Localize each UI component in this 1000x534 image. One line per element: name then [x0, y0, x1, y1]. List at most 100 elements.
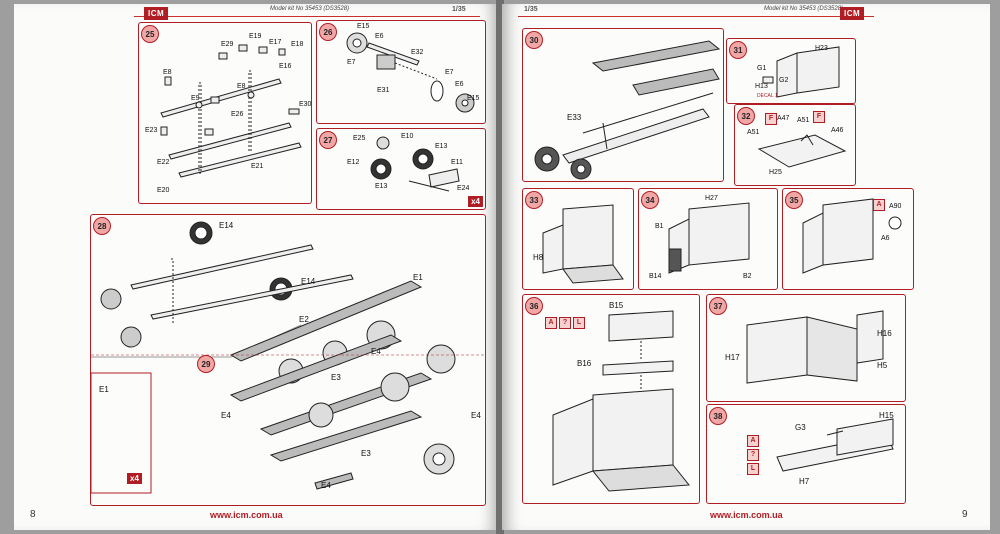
part-label: E13: [375, 183, 388, 190]
step-34-panel: 34 H27 B1 B14 B2: [638, 188, 778, 290]
part-label: A6: [881, 235, 890, 242]
step-30-panel: 30 E33: [522, 28, 724, 182]
part-label: G1: [757, 65, 767, 72]
cab-wall-drawing: [523, 189, 633, 289]
part-label: E9: [191, 95, 200, 102]
cab-interior-drawing: [639, 189, 777, 289]
box-drawing: [727, 39, 855, 103]
icm-logo: ICM: [144, 7, 169, 20]
paint-tag: L: [747, 463, 759, 475]
step-27-panel: 27 E25 E10 E13 E12 E11 E13 E24 x4: [316, 128, 486, 210]
step-36-panel: 36 A ? L B15 B16: [522, 294, 700, 504]
step-number: 30: [525, 31, 543, 49]
track-assembly-drawing: [91, 215, 485, 505]
part-label: E17: [269, 39, 282, 46]
part-label: E29: [221, 41, 234, 48]
part-label: E6: [455, 81, 464, 88]
floor-plate-drawing: [735, 105, 855, 185]
part-label: A51: [747, 129, 760, 136]
step-37-panel: 37 H16 H17 H5: [706, 294, 906, 402]
paint-tag: A: [747, 435, 759, 447]
paint-tag: L: [573, 317, 585, 329]
step-number: 29: [197, 355, 215, 373]
part-label: H23: [815, 45, 828, 52]
part-label: E1: [99, 385, 109, 394]
step-38-panel: 38 A ? L G3 H15 H7: [706, 404, 906, 504]
part-label: E11: [451, 159, 463, 166]
part-label: E3: [361, 449, 371, 458]
model-kit-text: Model kit No 35453 (DS3528): [764, 6, 844, 12]
step-35-panel: 35 A A90 A6: [782, 188, 914, 290]
part-label: E3: [331, 373, 341, 382]
part-label: E23: [145, 127, 158, 134]
quantity-badge: x4: [127, 473, 142, 484]
part-label: H16: [877, 329, 892, 338]
road-wheel-drawing: [317, 129, 485, 209]
part-label: A90: [889, 203, 902, 210]
step-number: 27: [319, 131, 337, 149]
step-number: 36: [525, 297, 543, 315]
cab-assembly-drawing: [783, 189, 913, 289]
part-label: H5: [877, 361, 888, 370]
part-label: E8: [163, 69, 172, 76]
step-number: 37: [709, 297, 727, 315]
part-label: E4: [221, 411, 231, 420]
icm-logo: ICM: [840, 7, 865, 20]
side-panels-drawing: [707, 405, 905, 503]
part-label: E20: [157, 187, 170, 194]
part-label: B14: [649, 273, 662, 280]
part-label: E2: [299, 315, 309, 324]
part-label: E12: [347, 159, 360, 166]
part-label: H15: [879, 411, 894, 420]
step-number: 31: [729, 41, 747, 59]
part-label: E10: [401, 133, 414, 140]
part-label: A46: [831, 127, 844, 134]
part-label: E4: [371, 347, 381, 356]
model-kit-text: Model kit No 35453 (DS3528): [270, 6, 350, 12]
quantity-badge: x4: [468, 196, 483, 207]
part-label: H8: [533, 253, 544, 262]
website-url[interactable]: www.icm.com.ua: [210, 510, 283, 520]
step-33-panel: 33 H8: [522, 188, 634, 290]
part-label: E22: [157, 159, 170, 166]
scale-text: 1/35: [524, 6, 538, 13]
part-label: E7: [445, 69, 454, 76]
step-28-29-panel: 28 E14 E14: [90, 214, 486, 506]
paint-tag: F: [813, 111, 825, 123]
part-label: E18: [291, 41, 304, 48]
step-26-panel: 26 E15 E6 E32 E7 E31 E7 E6 E15: [316, 20, 486, 124]
step-number: 28: [93, 217, 111, 235]
part-label: E33: [567, 113, 582, 122]
left-page: ICM Model kit No 35453 (DS3528) 1/35 25 …: [14, 4, 498, 530]
header-rule: [518, 16, 874, 17]
part-label: E24: [457, 185, 470, 192]
part-label: E6: [375, 33, 384, 40]
cab-roof-drawing: [523, 295, 699, 503]
part-label: B1: [655, 223, 664, 230]
part-label: B16: [577, 359, 592, 368]
step-31-panel: 31 H23 G1 H13 G2 DECAL 1: [726, 38, 856, 104]
website-url[interactable]: www.icm.com.ua: [710, 510, 783, 520]
part-label: B15: [609, 301, 624, 310]
part-label: E14: [301, 277, 316, 286]
page-number: 9: [962, 509, 968, 520]
step-number: 38: [709, 407, 727, 425]
part-label: E7: [347, 59, 356, 66]
drive-axle-drawing: [317, 21, 485, 123]
part-label: E21: [251, 163, 264, 170]
paint-tag: F: [765, 113, 777, 125]
step-number: 34: [641, 191, 659, 209]
part-label: E25: [353, 135, 366, 142]
part-label: G2: [779, 77, 789, 84]
step-25-panel: 25 E29 E19 E17 E18 E8 E16 E9 E8 E23 E: [138, 22, 312, 204]
part-label: H7: [799, 477, 810, 486]
part-label: H13: [755, 83, 768, 90]
scale-text: 1/35: [452, 6, 466, 13]
header-rule: [134, 16, 480, 17]
part-label: E8: [237, 83, 246, 90]
step-number: 26: [319, 23, 337, 41]
step-number: 32: [737, 107, 755, 125]
part-label: E14: [219, 221, 234, 230]
chassis-drawing: [523, 29, 723, 181]
part-label: H27: [705, 195, 718, 202]
